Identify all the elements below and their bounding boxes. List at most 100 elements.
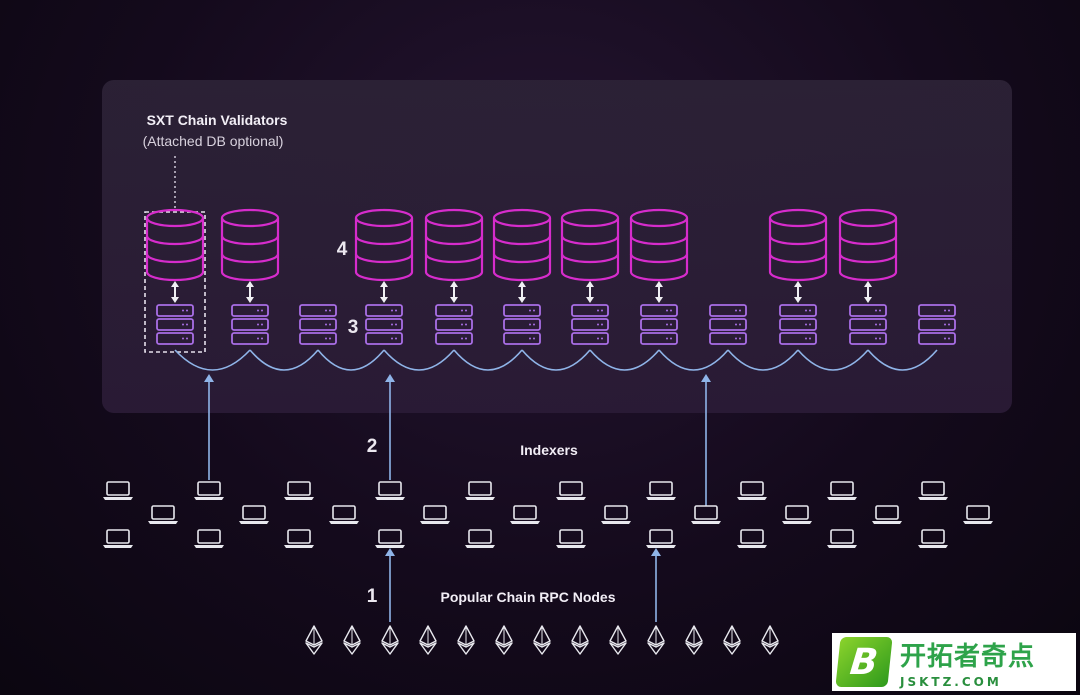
step-3-label: 3 [348, 317, 359, 338]
step-2-label: 2 [367, 436, 378, 457]
sync-arrow [171, 281, 179, 303]
chain-link [317, 349, 385, 371]
server-icon [571, 304, 609, 345]
ethereum-node-icon [305, 625, 323, 655]
database-icon [354, 208, 414, 282]
server-icon [299, 304, 337, 345]
database-icon [424, 208, 484, 282]
ethereum-node-icon [533, 625, 551, 655]
sync-arrow [246, 281, 254, 303]
chain-link [249, 349, 319, 371]
ethereum-node-icon [381, 625, 399, 655]
chain-link [658, 349, 729, 371]
sync-arrow [586, 281, 594, 303]
laptop-icon [691, 505, 721, 524]
laptop-icon [963, 505, 993, 524]
server-icon [231, 304, 269, 345]
database-icon [768, 208, 828, 282]
validator-chain-links [174, 349, 938, 371]
laptop-icon [375, 481, 405, 500]
up-arrow [385, 374, 395, 480]
ethereum-node-icon [343, 625, 361, 655]
sync-arrow [864, 281, 872, 303]
server-icon [779, 304, 817, 345]
sync-arrow [794, 281, 802, 303]
sync-arrow [518, 281, 526, 303]
watermark-brand-cn: 开拓者奇点 [900, 641, 1036, 672]
indexer-laptop-group [103, 481, 993, 548]
ethereum-node-icon [609, 625, 627, 655]
laptop-icon [420, 505, 450, 524]
laptop-icon [737, 481, 767, 500]
laptop-icon [918, 529, 948, 548]
laptop-icon [782, 505, 812, 524]
laptop-icon [646, 529, 676, 548]
server-icon [709, 304, 747, 345]
ethereum-node-icon [647, 625, 665, 655]
chain-link [727, 349, 799, 371]
up-arrow [651, 548, 661, 622]
server-icon [849, 304, 887, 345]
chain-link [589, 349, 660, 371]
laptop-icon [465, 529, 495, 548]
laptop-icon [827, 529, 857, 548]
laptop-icon [510, 505, 540, 524]
ethereum-node-icon [685, 625, 703, 655]
watermark-brand-en: JSKTZ.COM [900, 674, 1002, 689]
sync-arrow [655, 281, 663, 303]
database-icon [220, 208, 280, 282]
db-server-arrows [171, 281, 872, 303]
site-watermark: B 开拓者奇点 JSKTZ.COM [832, 633, 1076, 691]
laptop-icon [465, 481, 495, 500]
laptop-icon [284, 529, 314, 548]
validators-subtitle: (Attached DB optional) [143, 133, 284, 149]
database-group [145, 208, 898, 282]
laptop-icon [646, 481, 676, 500]
chain-link [521, 349, 591, 371]
database-icon [560, 208, 620, 282]
rpc-nodes-label: Popular Chain RPC Nodes [440, 589, 615, 605]
upward-flow-arrows [204, 374, 711, 622]
database-icon [838, 208, 898, 282]
database-icon [492, 208, 552, 282]
laptop-icon [239, 505, 269, 524]
watermark-logo: B [835, 637, 893, 687]
laptop-icon [103, 481, 133, 500]
server-icon [435, 304, 473, 345]
chain-link [453, 349, 523, 371]
ethereum-node-icon [495, 625, 513, 655]
laptop-icon [284, 481, 314, 500]
server-icon [918, 304, 956, 345]
watermark-logo-letter: B [848, 641, 880, 683]
validator-highlight-box [144, 211, 206, 353]
up-arrow [204, 374, 214, 480]
laptop-icon [827, 481, 857, 500]
step-4-label: 4 [337, 239, 348, 260]
database-icon [145, 208, 205, 282]
server-icon [156, 304, 194, 345]
ethereum-node-icon [457, 625, 475, 655]
ethereum-node-icon [571, 625, 589, 655]
laptop-icon [148, 505, 178, 524]
ethereum-node-icon [419, 625, 437, 655]
laptop-icon [737, 529, 767, 548]
laptop-icon [556, 481, 586, 500]
up-arrow [701, 374, 711, 506]
rpc-node-group [305, 625, 779, 655]
laptop-icon [194, 481, 224, 500]
laptop-icon [601, 505, 631, 524]
chain-link [174, 349, 251, 371]
ethereum-node-icon [761, 625, 779, 655]
server-icon [640, 304, 678, 345]
laptop-icon [103, 529, 133, 548]
validator-server-group [156, 304, 956, 345]
laptop-icon [375, 529, 405, 548]
laptop-icon [556, 529, 586, 548]
up-arrow [385, 548, 395, 622]
laptop-icon [918, 481, 948, 500]
validator-network-panel [102, 80, 1012, 413]
chain-link [383, 349, 455, 371]
sync-arrow [450, 281, 458, 303]
validators-title: SXT Chain Validators [147, 112, 288, 128]
